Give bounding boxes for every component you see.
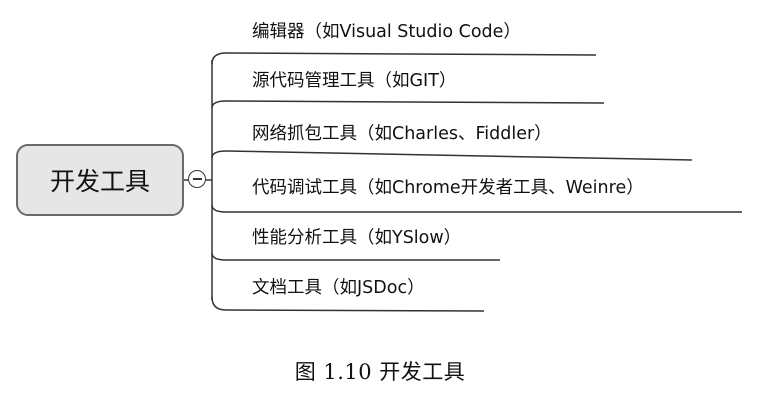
branch-underline-2 <box>211 100 605 109</box>
figure-caption: 图 1.10 开发工具 <box>294 360 466 384</box>
branch-node-editor[interactable]: 编辑器（如Visual Studio Code） <box>252 22 521 42</box>
root-node-label: 开发工具 <box>49 167 150 196</box>
branch-underline-4 <box>211 204 742 213</box>
branch-underline-6 <box>211 296 485 312</box>
minus-icon <box>192 178 202 180</box>
branch-node-vcs[interactable]: 源代码管理工具（如GIT） <box>252 71 457 91</box>
branch-node-docs[interactable]: 文档工具（如JSDoc） <box>252 278 425 298</box>
branch-underline-3 <box>211 150 693 161</box>
branch-node-packet-capture[interactable]: 网络抓包工具（如Charles、Fiddler） <box>252 124 552 144</box>
branch-node-performance[interactable]: 性能分析工具（如YSlow） <box>252 228 462 248</box>
branch-underline-5 <box>211 252 500 261</box>
collapse-toggle-icon[interactable] <box>188 170 206 188</box>
root-node[interactable]: 开发工具 <box>16 144 184 216</box>
branch-node-debugging[interactable]: 代码调试工具（如Chrome开发者工具、Weinre） <box>252 178 644 198</box>
branch-underline-1 <box>211 52 597 65</box>
trunk-line <box>206 60 213 300</box>
